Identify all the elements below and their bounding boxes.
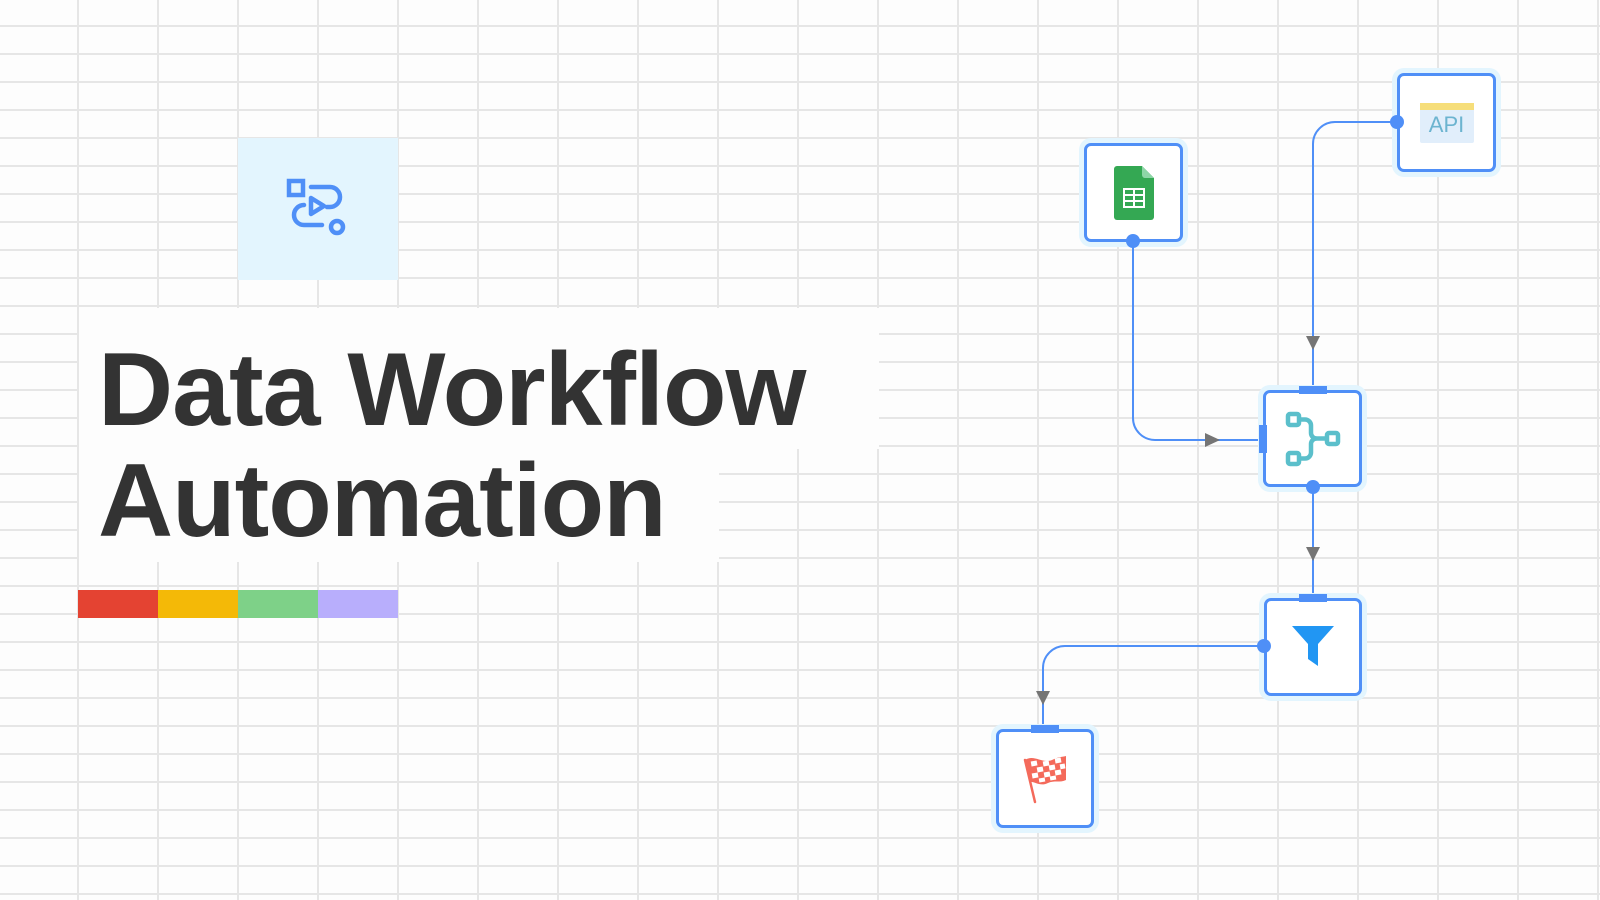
api-label: API — [1428, 111, 1465, 137]
merge-icon — [1285, 411, 1340, 466]
node-google-sheets[interactable] — [1084, 143, 1183, 242]
arrow-api-merge — [1306, 336, 1320, 350]
node-api[interactable]: API — [1397, 73, 1496, 172]
arrow-merge-filter — [1306, 547, 1320, 561]
title-block-line1: Data Workflow — [79, 308, 879, 449]
google-sheets-icon — [1113, 165, 1154, 220]
color-bar-lavender — [318, 590, 398, 618]
arrow-filter-end — [1036, 691, 1050, 705]
edge-api-merge — [1312, 121, 1397, 390]
title-block-line2: Automation — [79, 449, 719, 562]
workflow-logo-tile — [238, 138, 398, 280]
color-bar-green — [238, 590, 318, 618]
color-bar-yellow — [158, 590, 238, 618]
edge-filter-end — [1042, 645, 1264, 729]
api-icon-titlebar — [1419, 102, 1474, 110]
filter-icon — [1292, 626, 1334, 666]
api-icon: API — [1419, 102, 1474, 143]
page-title-line2: Automation — [98, 443, 667, 559]
node-filter[interactable] — [1264, 598, 1362, 696]
workflow-play-icon — [286, 178, 346, 236]
page-title-line1: Data Workflow — [98, 332, 806, 448]
edge-sheets-merge — [1132, 241, 1265, 441]
arrow-sheets-merge — [1205, 433, 1220, 447]
color-bar — [78, 590, 398, 618]
node-merge[interactable] — [1263, 390, 1362, 487]
node-end[interactable] — [996, 729, 1094, 828]
color-bar-red — [78, 590, 158, 618]
checkered-flag-icon — [1023, 755, 1066, 803]
